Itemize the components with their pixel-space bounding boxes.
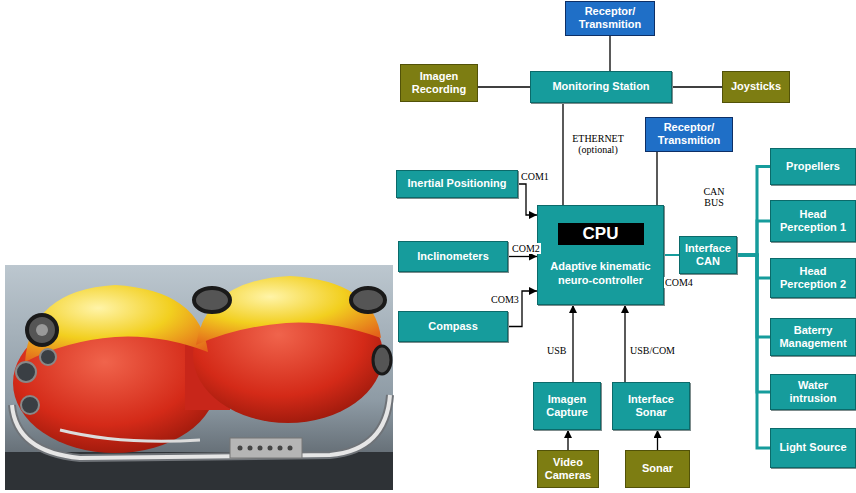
camera-port xyxy=(16,362,36,382)
link-line xyxy=(656,152,657,206)
thruster xyxy=(351,288,385,312)
interface-box: Interface Sonar xyxy=(612,382,690,430)
box-label: Light Source xyxy=(779,441,846,454)
signal-arrow xyxy=(624,305,625,382)
box-label: Video Cameras xyxy=(542,456,594,482)
box-label: Compass xyxy=(428,320,478,333)
module-box: Head Perception 2 xyxy=(770,258,856,298)
port-label: COM1 xyxy=(520,171,550,182)
box-label: Receptor/ Transmition xyxy=(650,121,728,147)
device-box: Joysticks xyxy=(722,71,790,103)
can-bus-line xyxy=(737,255,770,448)
port-label: COM4 xyxy=(664,277,694,288)
box-label: Baterry Management xyxy=(775,324,851,350)
signal-arrow xyxy=(657,430,658,450)
port-label: COM3 xyxy=(490,294,520,305)
camera-port xyxy=(40,349,56,365)
sensor-box: Inertial Positioning xyxy=(396,170,518,198)
thruster xyxy=(194,288,230,312)
link-line xyxy=(609,36,610,72)
box-label: Propellers xyxy=(786,160,840,173)
box-label: Receptor/ Transmition xyxy=(570,5,650,31)
box-label: Adaptive kinematic neuro-controller xyxy=(542,260,659,286)
signal-arrow xyxy=(567,430,568,450)
box-label: Interface Sonar xyxy=(617,393,685,419)
interface-box: Interface CAN xyxy=(679,236,737,274)
port-label: USB/COM xyxy=(629,345,676,356)
frame-rail xyxy=(60,430,200,441)
can-bus-line xyxy=(737,255,770,392)
can-bus-line xyxy=(737,167,770,256)
camera-port xyxy=(21,396,39,414)
can-bus-line xyxy=(737,255,770,278)
link-line xyxy=(664,254,679,256)
signal-arrow xyxy=(508,256,537,257)
can-bus-line xyxy=(737,255,770,337)
link-line xyxy=(478,86,530,87)
device-box: Sonar xyxy=(625,450,690,488)
thruster-hub xyxy=(36,324,48,336)
module-box: Baterry Management xyxy=(770,318,856,356)
box-label: Inclinometers xyxy=(417,250,489,263)
perforated-plate xyxy=(230,438,302,458)
cpu-title: CPU xyxy=(558,223,644,245)
interface-box: Imagen Capture xyxy=(533,382,601,430)
signal-arrow xyxy=(518,184,537,215)
module-box: Water intrusion xyxy=(770,374,856,410)
box-label: Imagen Capture xyxy=(538,393,596,419)
sensor-box: Compass xyxy=(398,311,508,342)
device-box: Imagen Recording xyxy=(400,64,478,102)
bus-label: CAN BUS xyxy=(700,186,728,208)
module-box: Light Source xyxy=(770,428,856,468)
sensor-box: Inclinometers xyxy=(398,241,508,272)
box-label: Interface CAN xyxy=(684,242,732,268)
device-box: Video Cameras xyxy=(537,450,599,488)
port-label: ETHERNET (optional) xyxy=(567,133,629,155)
plate-holes xyxy=(238,446,293,451)
photo-ground xyxy=(5,265,393,490)
box-label: Inertial Positioning xyxy=(407,177,506,190)
box-label: Head Perception 2 xyxy=(775,265,851,291)
signal-arrow xyxy=(572,305,573,382)
cpu-box: CPU Adaptive kinematic neuro-controller xyxy=(537,205,664,305)
box-label: Head Perception 1 xyxy=(775,208,851,234)
station-box: Monitoring Station xyxy=(530,71,672,103)
transceiver-box: Receptor/ Transmition xyxy=(565,1,655,36)
link-line xyxy=(562,103,563,205)
box-label: Monitoring Station xyxy=(552,80,649,93)
port-label: COM2 xyxy=(511,243,541,254)
module-box: Head Perception 1 xyxy=(770,200,856,242)
box-label: Water intrusion xyxy=(775,379,851,405)
module-box: Propellers xyxy=(770,148,856,185)
thruster xyxy=(373,346,391,374)
link-line xyxy=(672,86,722,87)
box-label: Sonar xyxy=(642,462,673,475)
box-label: Joysticks xyxy=(731,80,781,93)
can-bus-line xyxy=(737,221,770,255)
thruster xyxy=(27,315,57,345)
box-label: Imagen Recording xyxy=(405,70,473,96)
port-label: USB xyxy=(546,345,567,356)
frame-rail xyxy=(12,395,390,458)
transceiver-box: Receptor/ Transmition xyxy=(645,117,733,152)
